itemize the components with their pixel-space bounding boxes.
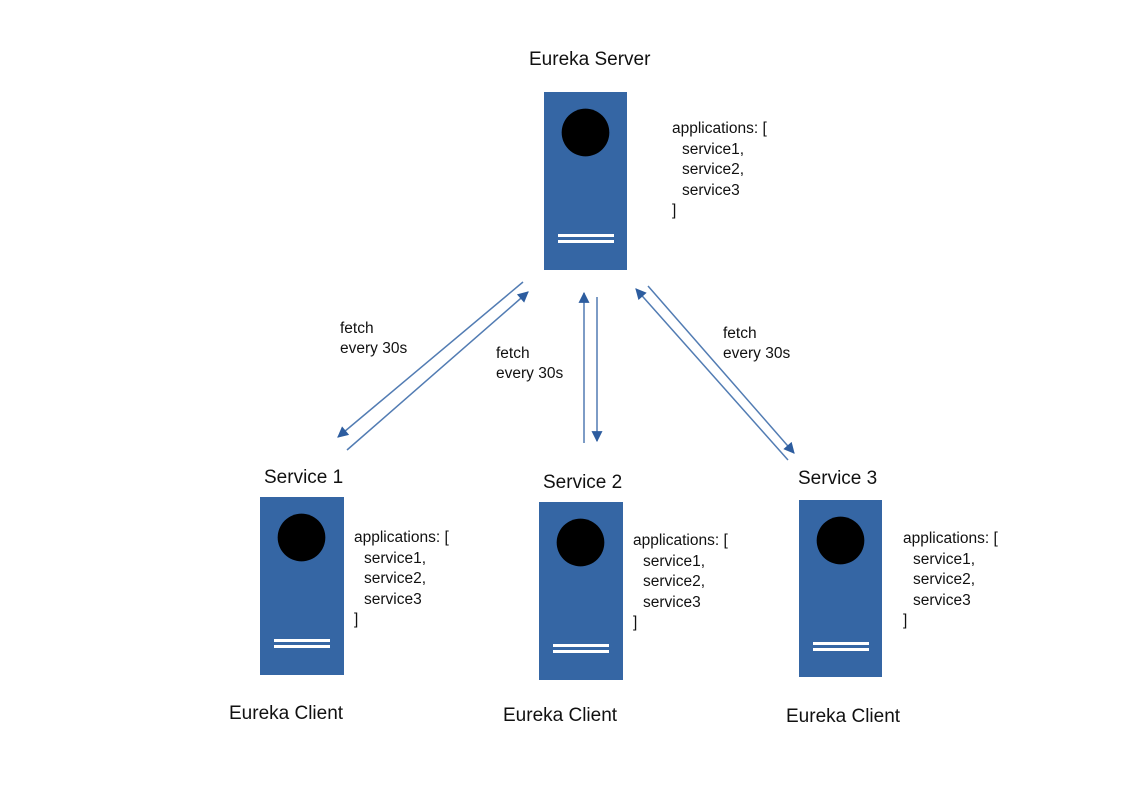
vent-line-icon (274, 645, 330, 648)
registry-line: applications: [ (672, 120, 767, 137)
server-registry: applications: [ service1, service2, serv… (672, 119, 767, 222)
registry-line: service2, (364, 570, 427, 587)
service3-title: Service 3 (798, 468, 878, 489)
registry-line: service2, (913, 571, 976, 588)
service1-role-label: Eureka Client (229, 703, 344, 724)
registry-line: ] (672, 202, 677, 219)
vent-line-icon (553, 650, 609, 653)
registry-line: service1, (913, 550, 976, 568)
fetch-label-service3: fetch every 30s (723, 325, 791, 362)
registry-line: ] (633, 614, 638, 631)
registry-line: applications: [ (633, 532, 728, 549)
registry-line: ] (903, 612, 908, 629)
vent-line-icon (813, 642, 869, 645)
globe-icon (813, 513, 868, 568)
service3-registry: applications: [ service1, service2, serv… (903, 529, 998, 632)
registry-line: applications: [ (354, 529, 449, 546)
vent-line-icon (813, 648, 869, 651)
registry-line: applications: [ (903, 530, 998, 547)
service1-registry: applications: [ service1, service2, serv… (354, 528, 449, 631)
registry-line: service1, (364, 549, 427, 567)
vent-line-icon (558, 240, 614, 243)
registry-line: service1, (643, 552, 706, 570)
server-title: Eureka Server (529, 49, 651, 70)
registry-line: service3 (682, 181, 740, 199)
globe-icon (553, 515, 608, 570)
globe-icon (558, 105, 613, 160)
vent-line-icon (274, 639, 330, 642)
service2-node (539, 502, 623, 680)
registry-line: service3 (364, 590, 422, 608)
service3-node (799, 500, 882, 677)
vent-line-icon (558, 234, 614, 237)
registry-line: service3 (913, 591, 971, 609)
globe-icon (274, 510, 329, 565)
registry-line: service1, (682, 140, 745, 158)
service3-role-label: Eureka Client (786, 706, 901, 727)
service2-role-label: Eureka Client (503, 705, 618, 726)
registry-line: service3 (643, 593, 701, 611)
service1-node (260, 497, 344, 675)
fetch-label-service1: fetch every 30s (340, 320, 408, 357)
service2-registry: applications: [ service1, service2, serv… (633, 531, 728, 634)
arrow-service3-to-server (635, 288, 789, 461)
registry-line: service2, (643, 573, 706, 590)
registry-line: ] (354, 611, 359, 628)
service1-title: Service 1 (264, 467, 344, 488)
arrow-server-to-service3 (647, 285, 795, 454)
vent-line-icon (553, 644, 609, 647)
fetch-label-service2: fetch every 30s (496, 345, 564, 382)
server-node (544, 92, 627, 270)
service2-title: Service 2 (543, 472, 623, 493)
registry-line: service2, (682, 161, 745, 178)
